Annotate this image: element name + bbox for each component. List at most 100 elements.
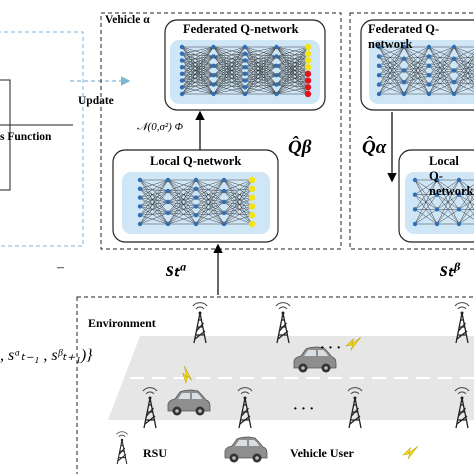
hidden-node: [221, 210, 227, 216]
hidden-node: [451, 91, 457, 97]
hidden-node: [426, 63, 432, 68]
hidden-node: [274, 82, 279, 87]
vehicle-alpha-label: Vehicle α: [105, 14, 150, 26]
left-dashed-region: [0, 31, 84, 247]
hidden-node: [193, 204, 199, 209]
hidden-node: [274, 73, 279, 78]
hidden-node: [137, 186, 143, 191]
loss-box-frame: [0, 79, 11, 191]
hidden-node: [434, 221, 440, 227]
hidden-node: [426, 44, 432, 50]
hidden-node: [456, 192, 462, 197]
hidden-node: [242, 91, 248, 97]
hidden-node: [211, 44, 216, 50]
loss-function-label: s Function: [0, 131, 52, 143]
hidden-node: [434, 192, 440, 197]
hidden-node: [221, 177, 227, 183]
hidden-node: [137, 204, 143, 209]
hidden-node: [165, 177, 171, 183]
hidden-node: [274, 54, 279, 59]
hidden-node: [242, 58, 248, 63]
output-node: [304, 84, 312, 91]
hidden-node: [451, 68, 457, 73]
legend-rsu-icon: [115, 431, 129, 465]
hidden-node: [221, 188, 227, 194]
state-formula: , sᵅₜ₋₁ , sᵝₜ₊₁)}: [0, 347, 93, 364]
hidden-node: [211, 63, 216, 68]
noise-label: 𝒩(0,σ²) Φ: [137, 121, 183, 133]
hidden-node: [179, 51, 185, 56]
output-node: [304, 77, 312, 84]
hidden-node: [211, 82, 216, 87]
federated-alpha-network: [179, 43, 312, 98]
hidden-node: [211, 54, 216, 59]
hidden-node: [193, 186, 199, 191]
legend-vehicle-user-label: Vehicle User: [290, 446, 354, 460]
hidden-node: [412, 221, 418, 227]
output-node: [248, 176, 256, 184]
hidden-node: [193, 195, 199, 200]
hidden-node: [165, 221, 171, 227]
top-ellipsis: · · ·: [320, 341, 342, 356]
hidden-node: [242, 51, 248, 56]
federated-alpha-title: Federated Q-network: [183, 22, 299, 36]
hidden-node: [165, 199, 171, 205]
output-node: [304, 50, 312, 57]
hidden-node: [179, 91, 185, 97]
q-beta-label: Q̂β: [288, 137, 312, 158]
output-node: [248, 194, 256, 201]
environment-label: Environment: [88, 316, 156, 330]
local-beta-title: Local Q-network: [429, 154, 474, 198]
hidden-node: [426, 73, 432, 78]
output-node: [248, 185, 256, 192]
output-node: [304, 63, 312, 71]
hidden-node: [211, 91, 216, 97]
hidden-node: [376, 73, 382, 78]
legend-lightning-icon: [401, 446, 420, 461]
environment-box: [76, 296, 474, 474]
hidden-node: [242, 64, 248, 70]
hidden-node: [376, 82, 382, 87]
hidden-node: [179, 85, 185, 90]
output-node: [304, 70, 312, 78]
state-alpha-label: sₜᵅ: [166, 259, 186, 281]
hidden-node: [376, 63, 382, 68]
local-alpha-network: [137, 176, 256, 228]
hidden-node: [376, 44, 382, 50]
hidden-node: [451, 44, 457, 50]
output-node: [304, 43, 312, 51]
hidden-node: [456, 177, 462, 183]
hidden-node: [242, 44, 248, 50]
hidden-node: [456, 207, 462, 212]
hidden-node: [274, 63, 279, 68]
hidden-node: [137, 213, 143, 218]
hidden-node: [242, 71, 248, 77]
update-label: Update: [78, 95, 114, 107]
hidden-node: [412, 192, 418, 197]
hidden-node: [221, 199, 227, 205]
hidden-node: [274, 44, 279, 50]
federated-beta-title: Federated Q-network: [368, 22, 440, 51]
hidden-node: [137, 195, 143, 200]
hidden-node: [451, 80, 457, 85]
hidden-node: [211, 73, 216, 78]
hidden-node: [242, 85, 248, 90]
state-beta-label: sₜᵝ: [440, 259, 460, 281]
hidden-node: [376, 91, 382, 97]
hidden-node: [412, 207, 418, 212]
hidden-node: [179, 44, 185, 50]
local-beta-net-bg: [405, 172, 474, 234]
hidden-node: [137, 177, 143, 183]
output-node: [304, 57, 312, 64]
hidden-node: [193, 213, 199, 218]
hidden-node: [193, 177, 199, 183]
hidden-node: [456, 221, 462, 227]
hidden-node: [401, 68, 407, 73]
hidden-node: [426, 54, 432, 59]
output-node: [304, 90, 312, 98]
bottom-ellipsis: · · ·: [293, 402, 315, 417]
hidden-node: [193, 221, 199, 227]
hidden-node: [426, 82, 432, 87]
hidden-node: [274, 91, 279, 97]
